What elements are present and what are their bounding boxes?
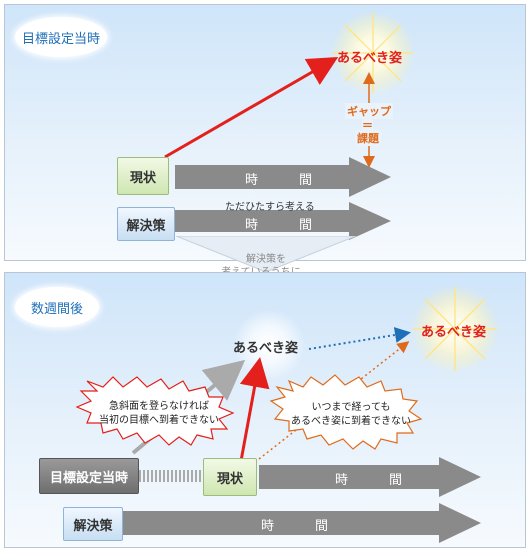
top-title: 目標設定当時: [21, 31, 100, 47]
top-time-label: 時 間: [245, 173, 327, 188]
top-ideal-label: あるべき姿: [337, 51, 403, 66]
slow-arrow: [258, 341, 410, 460]
top-panel: 目標設定当時: [4, 4, 526, 261]
top-title-oval: 目標設定当時: [15, 17, 107, 57]
bottom-solution-time-arrow: [121, 503, 481, 543]
goal-time-label: 目標設定当時: [49, 470, 128, 486]
top-solution-label: 解決策: [126, 218, 166, 234]
bottom-solution-time-label: 時 間: [261, 519, 343, 534]
steep-arrow: [239, 357, 270, 462]
growth-arrow: [164, 56, 339, 159]
equals-label: ＝: [362, 117, 373, 133]
bottom-time-arrow: [259, 457, 481, 497]
bottom-current-box: 現状: [203, 458, 257, 496]
bottom-current-label: 現状: [216, 471, 243, 487]
solution-note: ただひたすら考える: [225, 202, 315, 213]
right-burst-line2: あるべき姿に到着できない: [291, 416, 411, 427]
new-ideal-star: [413, 287, 497, 371]
top-solution-box: 解決策: [117, 207, 175, 241]
bottom-diagram-svg: [75, 285, 499, 543]
top-current-box: 現状: [117, 157, 169, 195]
bottom-solution-box: 解決策: [63, 507, 123, 541]
left-burst-line2: 当初の目標へ到着できない: [99, 415, 219, 426]
top-current-label: 現状: [129, 170, 156, 186]
new-ideal-label: あるべき姿: [421, 325, 487, 340]
bottom-panel: 数週間後: [4, 272, 526, 548]
bottom-title: 数週間後: [30, 301, 83, 317]
bottom-time-label: 時 間: [335, 473, 417, 488]
transition-arrow: [176, 236, 356, 272]
top-solution-time-arrow: [175, 202, 391, 240]
top-time-arrow: [175, 157, 391, 197]
gap-label: ギャップ: [345, 103, 393, 119]
bottom-solution-label: 解決策: [73, 518, 113, 534]
left-burst-line1: 急斜面を登らなければ: [109, 401, 209, 412]
top-diagram-svg: [164, 11, 415, 240]
right-burst-line1: いつまで経っても: [311, 402, 391, 413]
right-burst-text: いつまで経っても あるべき姿に到着できない: [281, 401, 421, 429]
right-burst: [269, 374, 423, 450]
left-burst-text: 急斜面を登らなければ 当初の目標へ到着できない: [89, 400, 229, 428]
issue-label: 課題: [355, 130, 381, 146]
bottom-title-oval: 数週間後: [15, 287, 99, 327]
transition-line1: 解決策を: [246, 254, 286, 265]
top-solution-time-label: 時 間: [245, 218, 327, 233]
goal-time-box: 目標設定当時: [39, 458, 139, 494]
left-burst: [75, 376, 235, 446]
old-ideal-label: あるべき姿: [233, 341, 299, 356]
ideal-star: [333, 13, 413, 93]
shift-arrow: [308, 327, 411, 350]
